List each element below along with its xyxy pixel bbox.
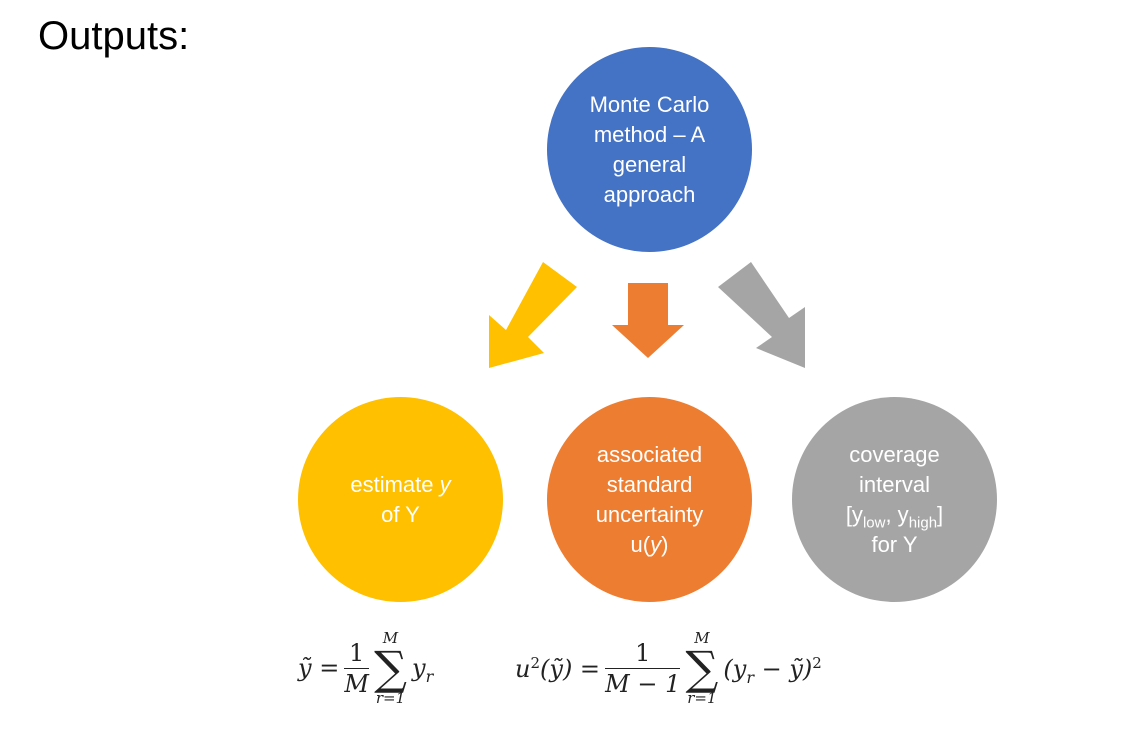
mean-sum: M ∑ r=1 — [374, 630, 407, 706]
arrow-to-coverage — [718, 262, 805, 368]
coverage-close: ] — [937, 501, 944, 527]
sigma-icon: ∑ — [685, 641, 719, 695]
mean-denominator: M — [344, 669, 369, 698]
variance-term: (yr − ỹ)2 — [723, 653, 822, 687]
sigma-icon: ∑ — [374, 641, 407, 695]
mean-term-y: y — [412, 654, 426, 682]
variance-fraction: 1 M − 1 — [605, 638, 681, 699]
variance-sum-upper: M — [694, 629, 710, 647]
coverage-mid: , y — [885, 501, 909, 527]
coverage-low-sub: low — [862, 513, 886, 531]
coverage-line-3: [ylow, yhigh] — [846, 500, 943, 530]
monte-carlo-node: Monte Carlo method – A general approach — [547, 47, 752, 252]
mean-numerator: 1 — [344, 638, 369, 669]
estimate-line-2: of Y — [381, 501, 420, 527]
mean-sum-upper: M — [382, 629, 399, 647]
uncertainty-suffix: ) — [661, 531, 669, 557]
monte-carlo-line-3: general — [612, 151, 687, 177]
uncertainty-variable: y — [650, 531, 662, 557]
monte-carlo-line-1: Monte Carlo — [589, 91, 710, 117]
coverage-line-1: coverage — [849, 441, 940, 467]
estimate-node: estimate y of Y — [298, 397, 503, 602]
variance-lhs: u2(ỹ) = — [515, 654, 600, 683]
estimate-label: estimate — [350, 471, 440, 497]
coverage-open: [y — [845, 501, 863, 527]
mean-term-sub: r — [425, 666, 434, 686]
variance-lhs-sup: 2 — [530, 653, 541, 672]
arrow-to-estimate — [489, 262, 577, 368]
mean-lhs: ỹ = — [298, 654, 340, 682]
uncertainty-line-3: uncertainty — [595, 501, 704, 527]
variance-lhs-base: u — [515, 654, 531, 683]
mean-sum-lower: r=1 — [375, 689, 406, 707]
mean-term: yr — [412, 654, 433, 684]
slide-title: Outputs: — [38, 14, 190, 58]
variance-formula: u2(ỹ) = 1 M − 1 M ∑ r=1 (yr − ỹ)2 — [515, 630, 822, 706]
coverage-node: coverage interval [ylow, yhigh] for Y — [792, 397, 997, 602]
variance-term-sub: r — [746, 667, 754, 687]
uncertainty-node: associated standard uncertainty u(y) — [547, 397, 752, 602]
variance-term-open: (y — [723, 654, 747, 683]
variance-lhs-arg: (ỹ) = — [540, 654, 601, 683]
variance-sum-lower: r=1 — [687, 689, 717, 707]
variance-term-sup: 2 — [812, 653, 822, 672]
variance-denominator: M − 1 — [605, 669, 681, 698]
uncertainty-prefix: u( — [630, 531, 651, 557]
uncertainty-line-1: associated — [596, 441, 703, 467]
uncertainty-line-2: standard — [606, 471, 693, 497]
variance-sum: M ∑ r=1 — [685, 630, 718, 706]
mean-formula: ỹ = 1 M M ∑ r=1 yr — [298, 630, 433, 706]
coverage-high-sub: high — [908, 513, 938, 531]
variance-numerator: 1 — [605, 638, 681, 669]
coverage-line-2: interval — [859, 471, 930, 497]
estimate-line-1: estimate y — [350, 470, 450, 500]
arrow-to-uncertainty — [612, 283, 684, 358]
coverage-line-4: for Y — [871, 531, 918, 557]
estimate-variable: y — [439, 471, 451, 497]
mean-fraction: 1 M — [344, 638, 369, 699]
variance-term-rest: − ỹ) — [753, 654, 813, 683]
monte-carlo-line-2: method – A — [593, 121, 706, 147]
uncertainty-line-4: u(y) — [596, 530, 704, 560]
monte-carlo-line-4: approach — [603, 181, 696, 207]
